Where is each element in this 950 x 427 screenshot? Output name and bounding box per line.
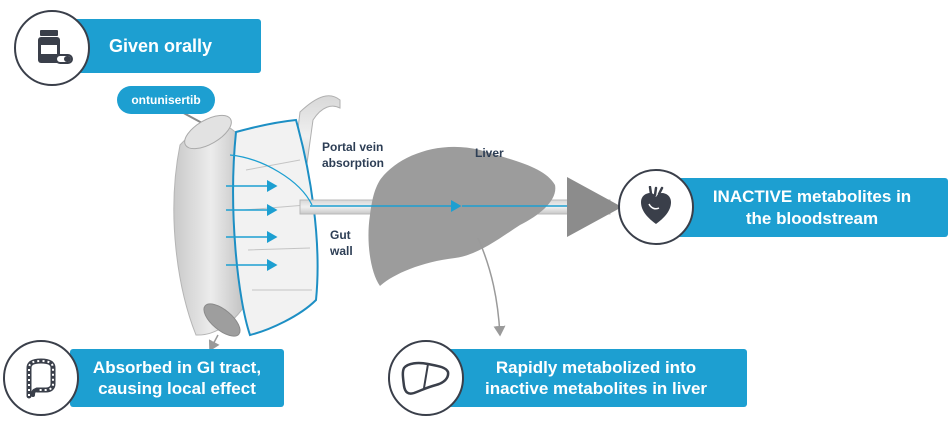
absorbed-gi-line1: Absorbed in GI tract, <box>92 357 262 377</box>
intestine-icon <box>26 358 56 399</box>
liver-badge <box>388 340 464 416</box>
inactive-metabolites-line2: the bloodstream <box>745 208 879 228</box>
rapidly-metabolized-line1: Rapidly metabolized into <box>495 357 697 377</box>
drug-label-text: ontunisertib <box>131 93 201 107</box>
drug-label: ontunisertib <box>117 86 215 114</box>
gut-wall-label-line1: Gut <box>330 228 351 242</box>
portal-vein-label-line1: Portal vein <box>322 140 384 154</box>
absorbed-gi-line2: causing local effect <box>98 379 256 398</box>
liver-label: Liver <box>475 146 504 162</box>
liver-label-text: Liver <box>475 146 504 160</box>
inactive-metabolites-line1: INACTIVE metabolites in <box>712 187 912 207</box>
intestine-badge <box>3 340 79 416</box>
absorbed-gi-callout: Absorbed in GI tract, causing local effe… <box>70 349 284 407</box>
liver-illustration <box>368 146 556 286</box>
heart-badge <box>618 169 694 245</box>
gut-wall-label-line2: wall <box>330 243 353 258</box>
portal-vein-label-line2: absorption <box>322 155 384 170</box>
given-orally-callout: Given orally <box>60 19 261 73</box>
pill-bottle-badge <box>14 10 90 86</box>
gut-wall-label: Gut wall <box>330 228 353 259</box>
liver-icon <box>401 361 450 395</box>
heart-icon <box>641 186 671 224</box>
pill-bottle-icon <box>38 30 73 64</box>
rapidly-metabolized-callout: Rapidly metabolized into inactive metabo… <box>445 349 747 407</box>
given-orally-text: Given orally <box>108 35 213 56</box>
gut-wall <box>232 118 319 337</box>
rapidly-metabolized-line2: inactive metabolites in liver <box>484 379 708 398</box>
inactive-metabolites-callout: INACTIVE metabolites in the bloodstream <box>676 178 948 237</box>
portal-vein-label: Portal vein absorption <box>322 140 384 171</box>
